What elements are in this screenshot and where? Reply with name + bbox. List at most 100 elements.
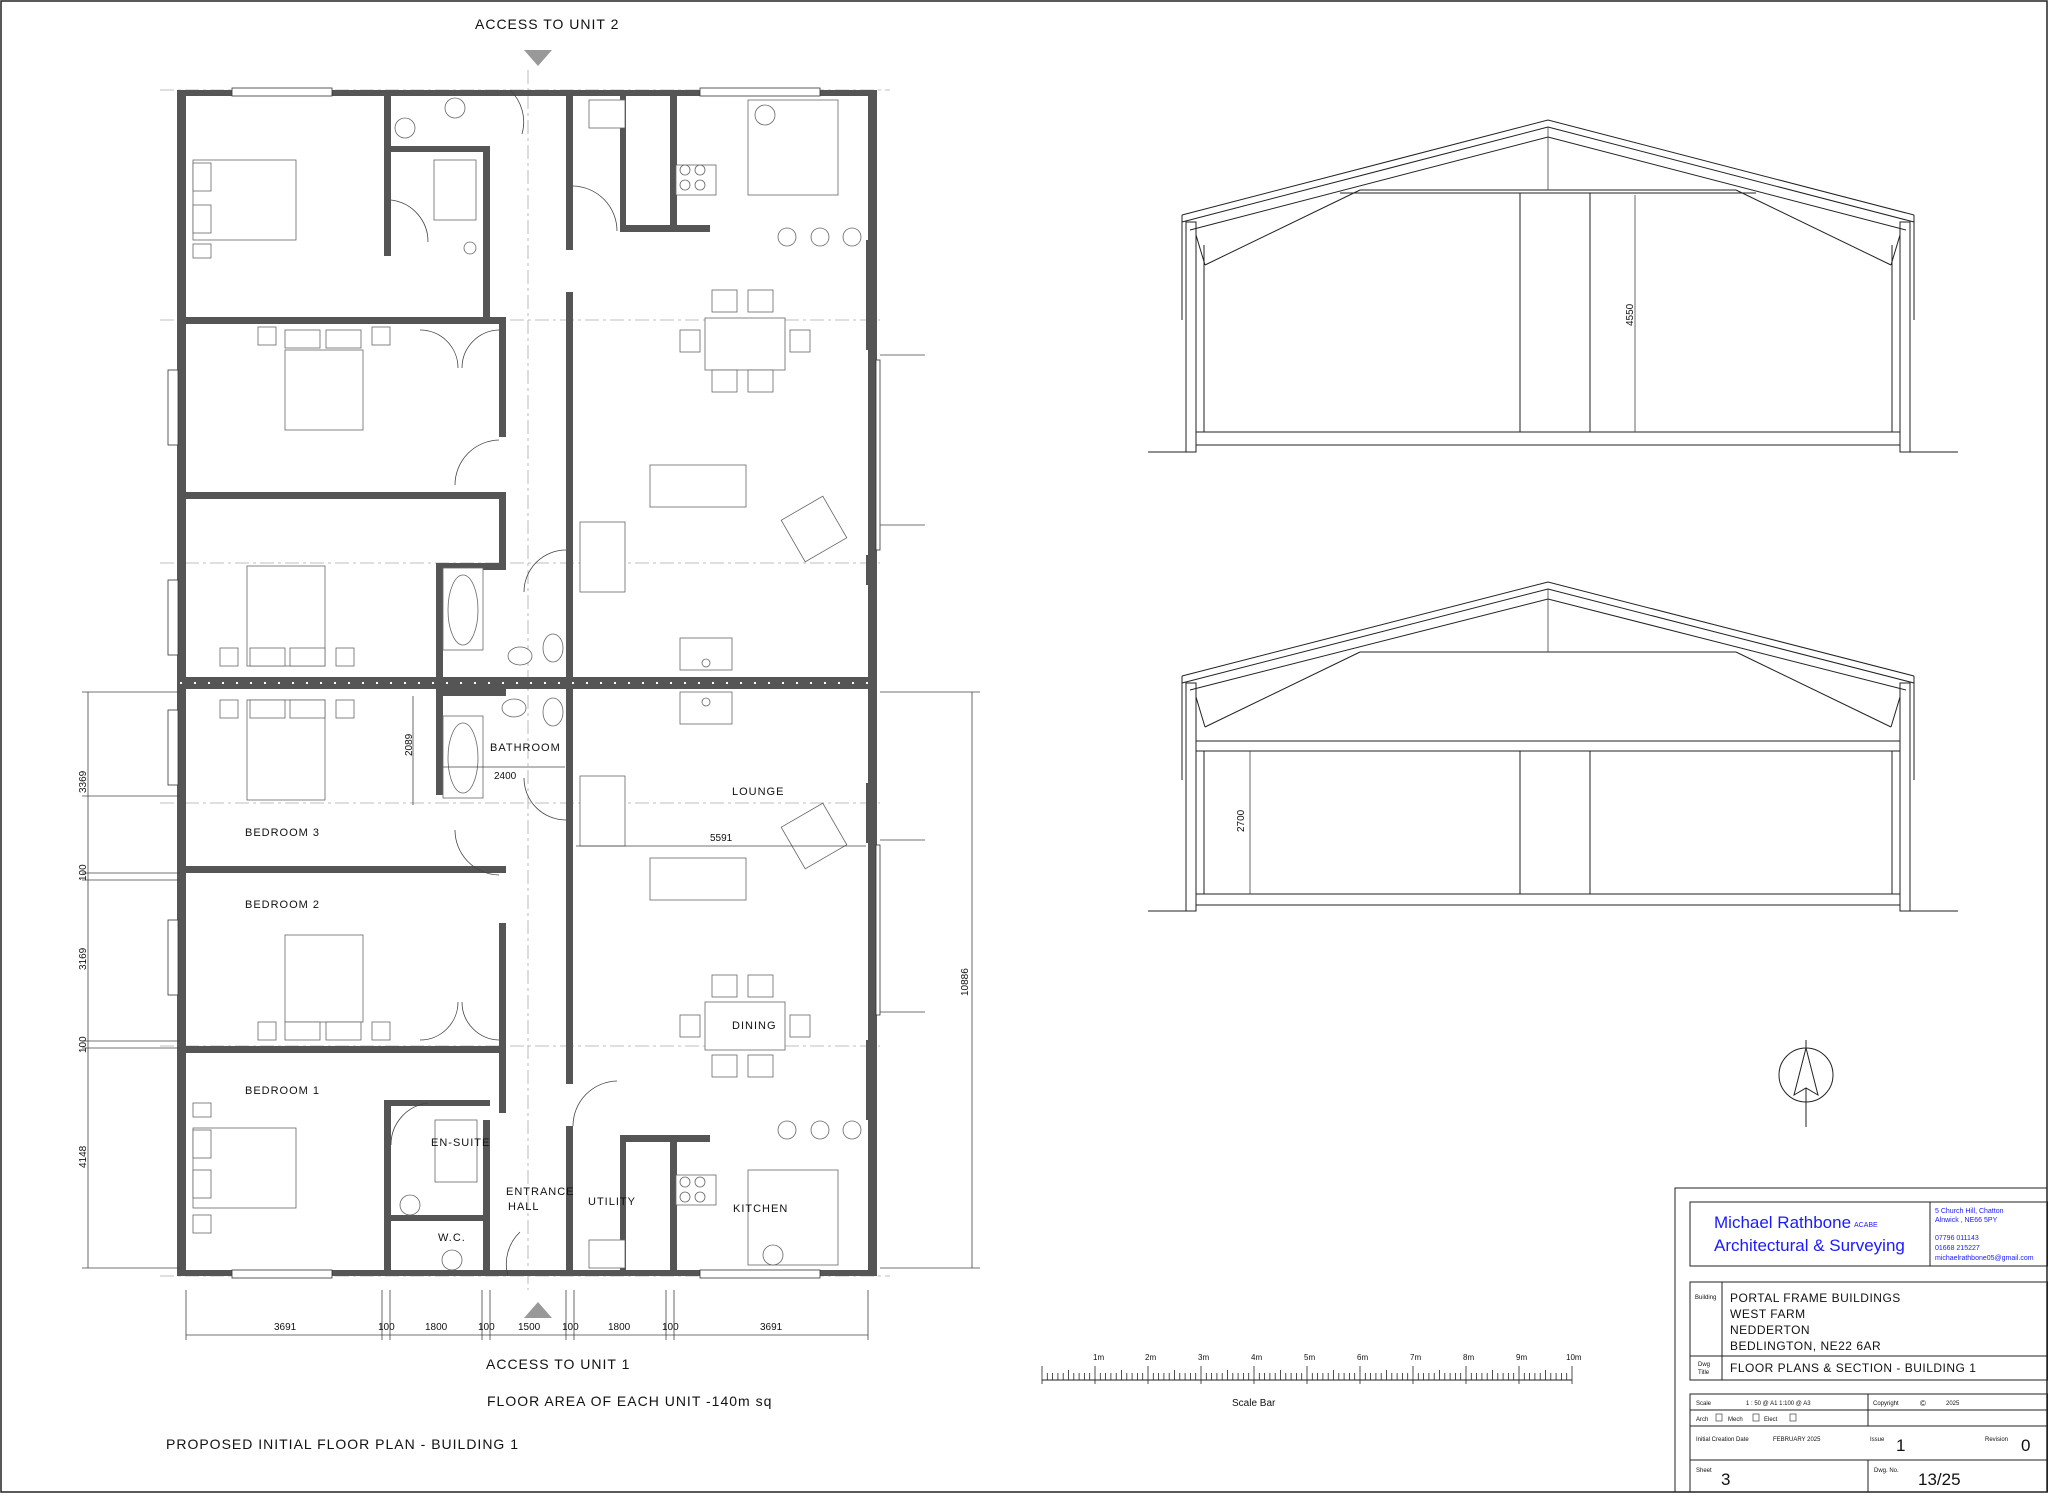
access-arrow-top	[524, 50, 552, 66]
dim-left-5: 4148	[78, 1145, 89, 1168]
room-label-bedroom-3: BEDROOM 3	[245, 827, 320, 839]
outer-walls	[166, 90, 888, 1276]
elect-label: Elect	[1764, 1417, 1778, 1423]
drawing-title: FLOOR PLANS & SECTION - BUILDING 1	[1730, 1361, 1976, 1375]
access-unit-2-label: ACCESS TO UNIT 2	[475, 16, 619, 32]
access-arrow-bottom	[524, 1302, 552, 1318]
room-label-kitchen: KITCHEN	[733, 1203, 788, 1215]
company-email: michaelrathbone05@gmail.com	[1935, 1255, 2034, 1262]
furniture-lower	[192, 691, 862, 1271]
issue-label: Issue	[1870, 1437, 1885, 1443]
arch-checkbox	[1715, 1413, 1723, 1422]
company-address-2: Alnwick , NE66 5PY	[1935, 1217, 1998, 1224]
section-lower	[1148, 581, 1958, 912]
scale-tick-8m: 8m	[1463, 1353, 1474, 1362]
doors	[390, 89, 618, 1277]
drawing-title-label-1: Dwg	[1698, 1362, 1710, 1368]
room-label-bedroom-1: BEDROOM 1	[245, 1085, 320, 1097]
plan-title: PROPOSED INITIAL FLOOR PLAN - BUILDING 1	[166, 1436, 519, 1452]
scale-tick-1m: 1m	[1093, 1353, 1104, 1362]
scale-tick-3m: 3m	[1198, 1353, 1209, 1362]
dim-left-2: 100	[78, 864, 89, 881]
dim-bath-width: 2400	[494, 771, 517, 782]
sheet-value: 3	[1721, 1470, 1730, 1489]
elect-checkbox	[1789, 1413, 1797, 1422]
building-field-label: Building	[1695, 1295, 1716, 1301]
initial-date-value: FEBRUARY 2025	[1773, 1437, 1821, 1443]
dim-lounge-width: 5591	[710, 833, 733, 844]
dim-overall-height: 10886	[960, 968, 971, 996]
initial-date-label: Initial Creation Date	[1696, 1437, 1749, 1443]
scale-tick-7m: 7m	[1410, 1353, 1421, 1362]
company-suffix: ACABE	[1854, 1222, 1878, 1229]
dwg-no-label: Dwg. No.	[1874, 1468, 1899, 1474]
room-label-dining: DINING	[732, 1020, 777, 1032]
drawing-title-label-2: Title	[1698, 1370, 1710, 1376]
scale-field-value: 1 : 50 @ A1 1:100 @ A3	[1746, 1401, 1811, 1407]
building-line-2: WEST FARM	[1730, 1307, 1806, 1321]
dim-bottom-2: 100	[378, 1322, 395, 1333]
mech-label: Mech	[1728, 1417, 1743, 1423]
room-label-bedroom-2: BEDROOM 2	[245, 899, 320, 911]
access-unit-1-label: ACCESS TO UNIT 1	[486, 1356, 630, 1372]
building-line-3: NEDDERTON	[1730, 1323, 1810, 1337]
revision-label: Revision	[1985, 1437, 2008, 1443]
floor-plan	[82, 50, 980, 1340]
sheet-label: Sheet	[1696, 1468, 1712, 1474]
scale-tick-2m: 2m	[1145, 1353, 1156, 1362]
company-name-line1: Michael Rathbone	[1714, 1213, 1851, 1232]
dim-bottom-9: 3691	[760, 1322, 783, 1333]
room-label-entrance-1: ENTRANCE	[506, 1186, 575, 1198]
scale-field-label: Scale	[1696, 1401, 1712, 1407]
company-name-line2: Architectural & Surveying	[1714, 1236, 1905, 1255]
north-arrow-icon	[1778, 1040, 1834, 1127]
company-address-1: 5 Church Hill, Chatton	[1935, 1208, 2004, 1215]
dim-bottom-7: 1800	[608, 1322, 631, 1333]
mech-checkbox	[1752, 1413, 1760, 1422]
partition-walls-lower	[186, 689, 876, 1276]
room-label-en-suite: EN-SUITE	[431, 1137, 490, 1149]
dim-left-1: 3369	[78, 770, 89, 793]
dim-left-4: 100	[78, 1036, 89, 1053]
dim-bottom-5: 1500	[518, 1322, 541, 1333]
scale-tick-4m: 4m	[1251, 1353, 1262, 1362]
scale-tick-9m: 9m	[1516, 1353, 1527, 1362]
room-label-entrance-2: HALL	[508, 1201, 540, 1213]
dim-bottom-6: 100	[562, 1322, 579, 1333]
room-label-wc: W.C.	[438, 1232, 466, 1244]
revision-value: 0	[2021, 1436, 2030, 1455]
company-phone-2: 01668 215227	[1935, 1245, 1980, 1252]
scale-tick-6m: 6m	[1357, 1353, 1368, 1362]
room-labels: BATHROOM LOUNGE BEDROOM 3 BEDROOM 2 BEDR…	[245, 742, 788, 1244]
room-label-lounge: LOUNGE	[732, 786, 784, 798]
dimension-lines	[82, 691, 980, 1340]
furniture-upper	[192, 97, 862, 671]
copyright-label: Copyright	[1873, 1401, 1899, 1407]
scale-bar: 1m 2m 3m 4m 5m 6m 7m 8m 9m 10m Scale Bar	[1041, 1353, 1582, 1409]
dim-bottom-1: 3691	[274, 1322, 297, 1333]
floor-area-label: FLOOR AREA OF EACH UNIT -140m sq	[487, 1393, 772, 1409]
room-label-bathroom: BATHROOM	[490, 742, 561, 754]
dim-bath-height: 2089	[404, 733, 415, 756]
issue-value: 1	[1896, 1436, 1905, 1455]
copyright-symbol: ©	[1920, 1399, 1926, 1408]
room-label-utility: UTILITY	[588, 1196, 636, 1208]
company-phone-1: 07796 011143	[1935, 1235, 1979, 1242]
section-lower-height: 2700	[1236, 809, 1247, 832]
section-upper-height: 4550	[1625, 303, 1636, 326]
scale-tick-10m: 10m	[1566, 1353, 1582, 1362]
scale-tick-5m: 5m	[1304, 1353, 1315, 1362]
dim-bottom-8: 100	[662, 1322, 679, 1333]
building-line-4: BEDLINGTON, NE22 6AR	[1730, 1339, 1881, 1353]
windows	[167, 87, 925, 1279]
dwg-no-value: 13/25	[1918, 1470, 1961, 1489]
section-upper	[1148, 119, 1958, 453]
dim-bottom-4: 100	[478, 1322, 495, 1333]
dim-left-3: 3169	[78, 947, 89, 970]
arch-label: Arch	[1696, 1417, 1708, 1423]
building-line-1: PORTAL FRAME BUILDINGS	[1730, 1291, 1901, 1305]
copyright-year: 2025	[1946, 1401, 1960, 1407]
